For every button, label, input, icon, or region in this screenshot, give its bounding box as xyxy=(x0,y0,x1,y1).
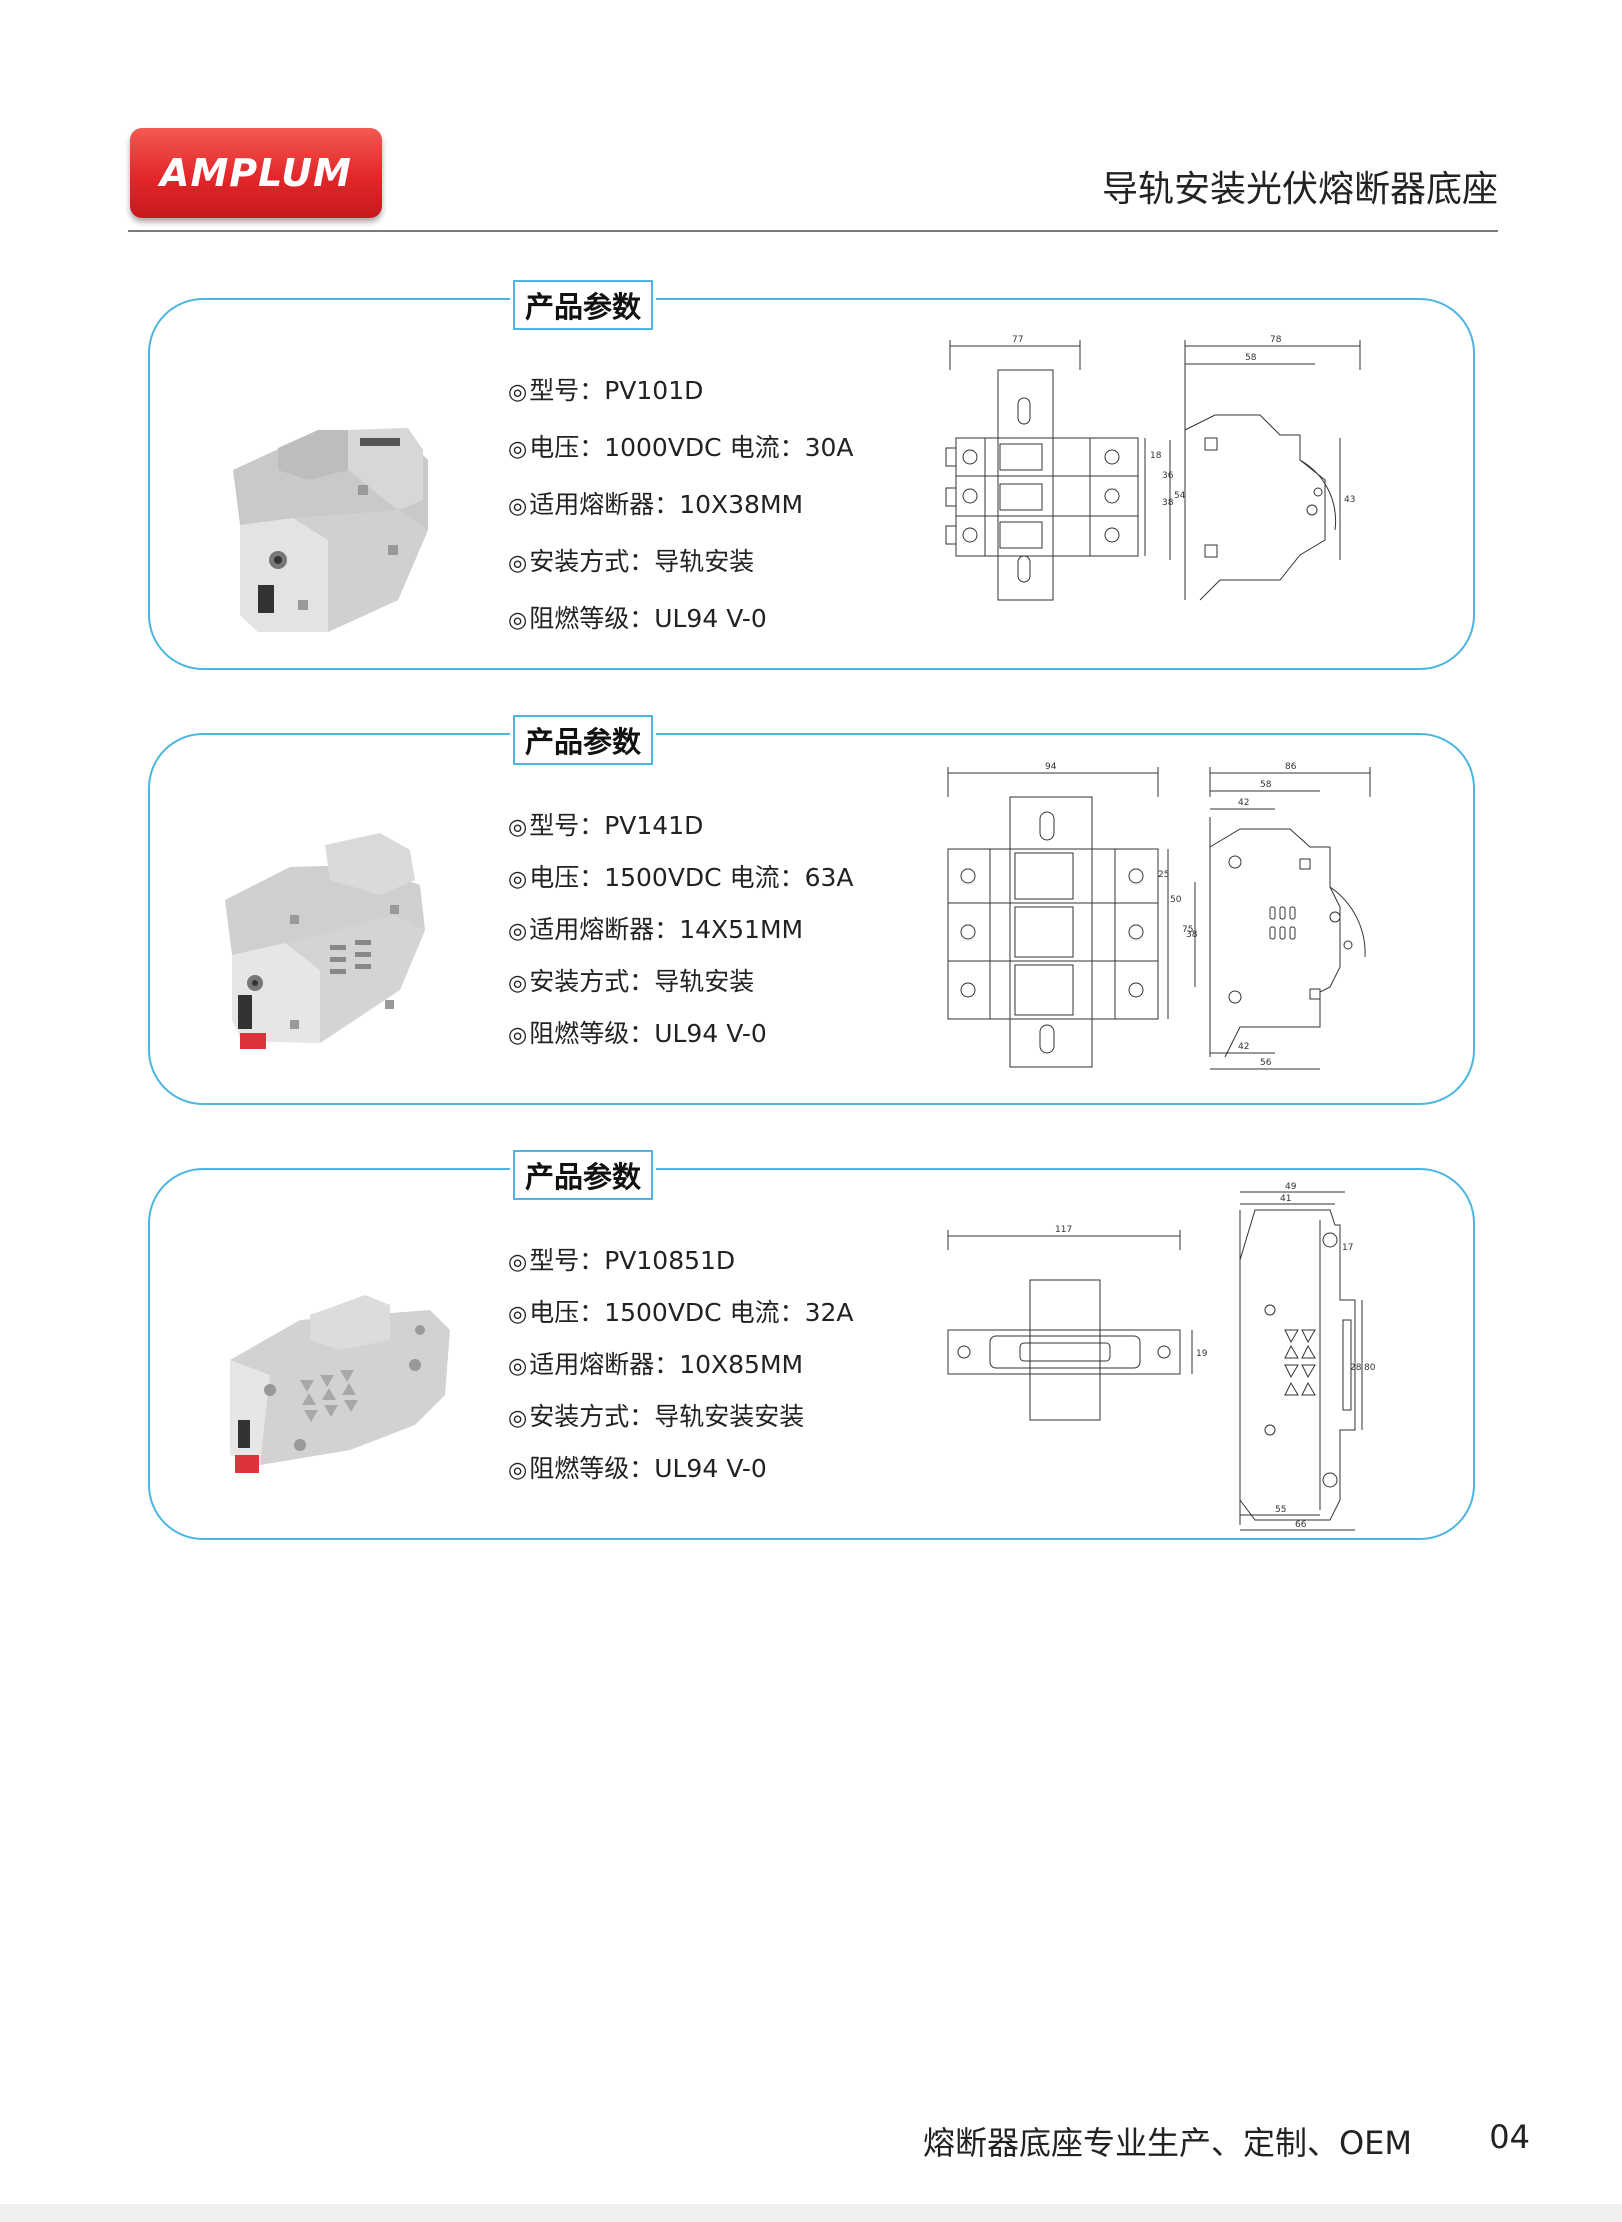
svg-text:25: 25 xyxy=(1158,870,1169,880)
spec-mounting: ◎安装方式：导轨安装 xyxy=(508,967,755,996)
product-panel-pv141d: 产品参数 ◎型号：PV141D ◎电压：1500VDC 电流：63A ◎适用熔断… xyxy=(148,715,1475,1105)
svg-text:42: 42 xyxy=(1238,1042,1249,1052)
spec-fuse-size: ◎适用熔断器：14X51MM xyxy=(508,915,804,944)
spec-model: ◎型号：PV141D xyxy=(508,811,704,840)
svg-text:19: 19 xyxy=(1196,1349,1208,1359)
svg-text:77: 77 xyxy=(1012,335,1023,345)
spec-mounting: ◎安装方式：导轨安装安装 xyxy=(508,1402,805,1431)
svg-text:28: 28 xyxy=(1350,1363,1362,1373)
technical-drawing-pv101d: 77 18 36 54 78 58 38 43 xyxy=(945,335,1361,601)
spec-voltage-current: ◎电压：1000VDC 电流：30A xyxy=(508,433,854,462)
footer-tagline: 熔断器底座专业生产、定制、OEM xyxy=(922,2124,1412,2162)
svg-text:58: 58 xyxy=(1260,780,1272,790)
section-label: 产品参数 xyxy=(510,715,657,765)
svg-text:66: 66 xyxy=(1295,1520,1307,1530)
product-panel-pv10851d: 产品参数 ◎型号：PV10851D ◎电压：1500VDC 电流：32A ◎适用… xyxy=(148,1150,1475,1540)
spec-flammability: ◎阻燃等级：UL94 V-0 xyxy=(508,604,767,633)
svg-text:42: 42 xyxy=(1238,798,1249,808)
svg-text:54: 54 xyxy=(1174,491,1186,501)
svg-text:43: 43 xyxy=(1344,495,1355,505)
spec-list: ◎型号：PV141D ◎电压：1500VDC 电流：63A ◎适用熔断器：14X… xyxy=(508,811,854,1071)
spec-fuse-size: ◎适用熔断器：10X85MM xyxy=(508,1350,804,1379)
logo-text: AMPLUM xyxy=(160,151,352,195)
svg-text:58: 58 xyxy=(1245,353,1257,363)
svg-text:86: 86 xyxy=(1285,762,1297,772)
bottom-band xyxy=(0,2204,1622,2222)
spec-model: ◎型号：PV101D xyxy=(508,376,704,405)
product-panel-pv101d: 产品参数 ◎型号：PV101D ◎电压：1000VDC 电流：30A ◎适用熔断… xyxy=(148,280,1475,670)
svg-text:56: 56 xyxy=(1260,1058,1272,1068)
spec-voltage-current: ◎电压：1500VDC 电流：63A xyxy=(508,863,854,892)
spec-list: ◎型号：PV101D ◎电压：1000VDC 电流：30A ◎适用熔断器：10X… xyxy=(508,376,854,661)
svg-text:117: 117 xyxy=(1055,1225,1072,1235)
svg-text:75: 75 xyxy=(1182,925,1193,935)
page-title: 导轨安装光伏熔断器底座 xyxy=(1101,169,1498,210)
svg-text:78: 78 xyxy=(1270,335,1282,345)
spec-mounting: ◎安装方式：导轨安装 xyxy=(508,547,755,576)
technical-drawing-pv141d: 94 25 50 75 86 58 42 38 42 56 xyxy=(947,762,1371,1070)
product-photo-pv101d xyxy=(233,428,428,632)
product-photo-pv10851d xyxy=(230,1295,450,1473)
page-number: 04 xyxy=(1489,2118,1530,2156)
spec-flammability: ◎阻燃等级：UL94 V-0 xyxy=(508,1454,767,1483)
svg-text:38: 38 xyxy=(1162,498,1174,508)
spec-flammability: ◎阻燃等级：UL94 V-0 xyxy=(508,1019,767,1048)
svg-text:38: 38 xyxy=(1186,930,1198,940)
spec-fuse-size: ◎适用熔断器：10X38MM xyxy=(508,490,804,519)
spec-voltage-current: ◎电压：1500VDC 电流：32A xyxy=(508,1298,854,1327)
spec-model: ◎型号：PV10851D xyxy=(508,1246,736,1275)
section-label: 产品参数 xyxy=(510,280,657,330)
svg-text:36: 36 xyxy=(1162,471,1174,481)
svg-text:18: 18 xyxy=(1150,451,1162,461)
svg-text:49: 49 xyxy=(1285,1182,1297,1192)
product-photo-pv141d xyxy=(225,833,425,1049)
svg-text:55: 55 xyxy=(1275,1505,1286,1515)
section-label: 产品参数 xyxy=(510,1150,657,1200)
svg-text:94: 94 xyxy=(1045,762,1057,772)
svg-text:80: 80 xyxy=(1364,1363,1376,1373)
svg-text:17: 17 xyxy=(1342,1243,1353,1253)
technical-drawing-pv10851d: 117 19 49 41 80 28 17 55 66 xyxy=(947,1182,1376,1531)
spec-list: ◎型号：PV10851D ◎电压：1500VDC 电流：32A ◎适用熔断器：1… xyxy=(508,1246,854,1506)
amplum-logo: AMPLUM xyxy=(130,128,382,218)
svg-text:41: 41 xyxy=(1280,1194,1291,1204)
svg-text:50: 50 xyxy=(1170,895,1182,905)
header-divider xyxy=(128,230,1498,232)
